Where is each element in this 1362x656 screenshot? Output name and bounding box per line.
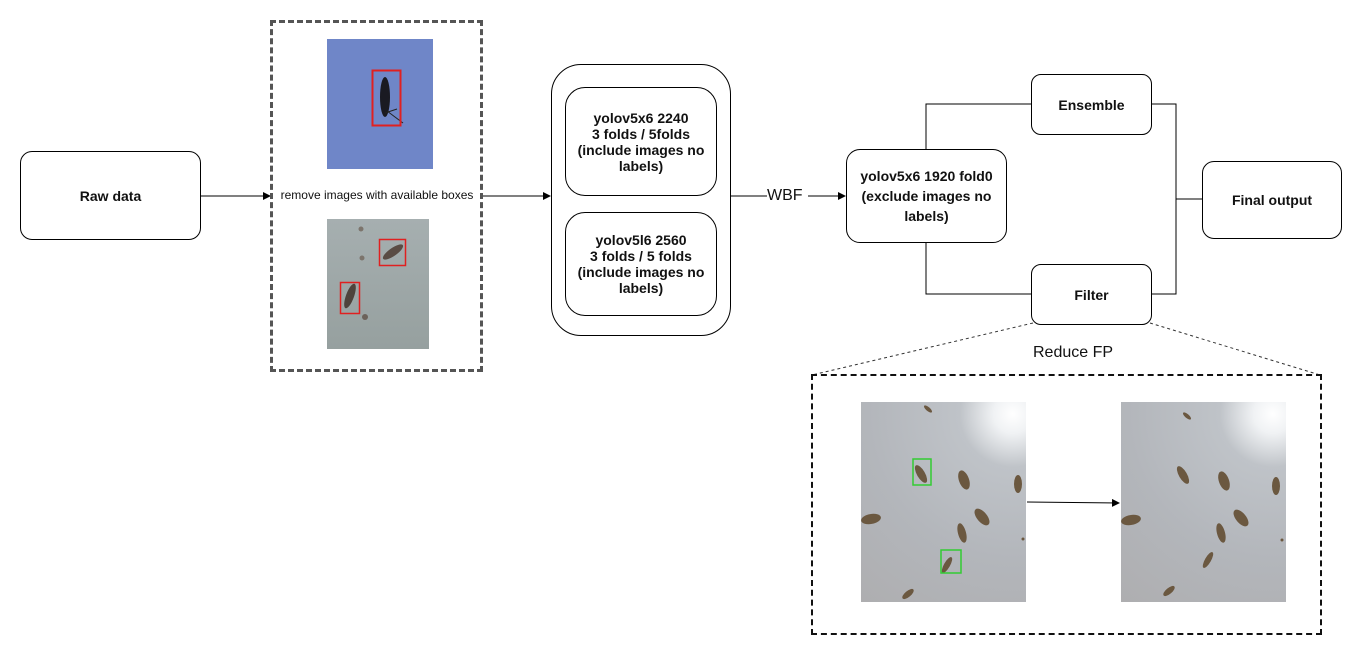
ensemble-node[interactable]: Ensemble xyxy=(1031,74,1152,135)
zoom-guide-right xyxy=(1149,322,1321,376)
model-b-node[interactable]: yolov5l6 2560 3 folds / 5 folds (include… xyxy=(565,212,717,316)
preprocess-caption: remove images with available boxes xyxy=(276,188,478,202)
trap-image-before xyxy=(861,402,1026,602)
insects-glyph xyxy=(861,405,1025,600)
preprocess-group xyxy=(270,20,483,372)
trap-image-after xyxy=(1121,402,1286,602)
annotation-box xyxy=(378,238,407,267)
model-a-node[interactable]: yolov5x6 2240 3 folds / 5folds (include … xyxy=(565,87,717,196)
final-output-node[interactable]: Final output xyxy=(1202,161,1342,239)
sample-image-blue xyxy=(327,39,433,169)
model-a-label: yolov5x6 2240 3 folds / 5folds (include … xyxy=(577,109,705,174)
insects-glyph xyxy=(1121,412,1284,597)
reduce-fp-title: Reduce FP xyxy=(1033,344,1114,361)
wbf-label: WBF xyxy=(767,187,803,205)
model-c-label: yolov5x6 1920 fold0 (exclude images no l… xyxy=(860,168,993,224)
model-b-label: yolov5l6 2560 3 folds / 5 folds (include… xyxy=(577,232,705,296)
insect-glyph xyxy=(339,226,407,320)
edge-before-to-after xyxy=(1026,498,1120,507)
false-positive-box xyxy=(940,549,962,574)
final-output-label: Final output xyxy=(1231,192,1313,208)
raw-data-node[interactable]: Raw data xyxy=(20,151,201,240)
filter-label: Filter xyxy=(1074,286,1109,303)
annotation-box xyxy=(371,69,402,127)
model-c-node[interactable]: yolov5x6 1920 fold0 (exclude images no l… xyxy=(846,149,1007,243)
false-positive-box xyxy=(912,458,932,486)
edge-ensemble-to-final xyxy=(1152,103,1177,295)
zoom-guide-left xyxy=(811,322,1034,376)
edge-model-c-to-ensemble xyxy=(925,103,1031,149)
raw-data-label: Raw data xyxy=(79,187,142,204)
reduce-fp-group xyxy=(811,374,1322,635)
edge-model-c-to-filter xyxy=(925,243,1031,295)
filter-node[interactable]: Filter xyxy=(1031,264,1152,325)
insect-glyph xyxy=(371,69,404,127)
sample-image-gray xyxy=(327,219,429,349)
ensemble-label: Ensemble xyxy=(1058,96,1125,113)
annotation-box xyxy=(339,281,361,315)
